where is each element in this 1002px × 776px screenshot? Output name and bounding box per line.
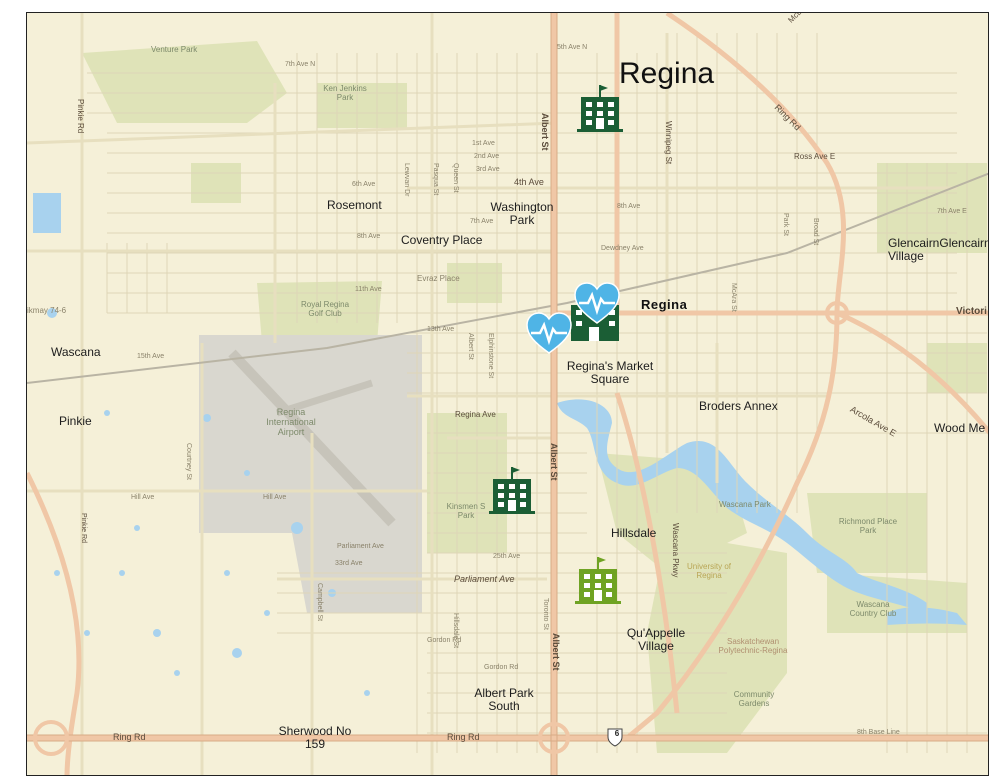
- street-label-lewvan: Lewvan Dr: [403, 163, 410, 197]
- school-marker-icon[interactable]: [567, 295, 623, 343]
- street-label-gordon-rd-2: Gordon Rd: [484, 664, 519, 671]
- railway: [27, 172, 988, 384]
- road-edges: [27, 13, 988, 775]
- map-title-regina: Regina: [619, 57, 715, 90]
- street-label-2nd-ave: 2nd Ave: [474, 153, 500, 160]
- street-label-hillsdale-st: Hillsdale St: [452, 613, 459, 649]
- place-label-hillsdale: Hillsdale: [611, 526, 657, 540]
- street-label-campbell: Campbell St: [316, 583, 323, 622]
- street-label-pasqua: Pasqua St: [432, 163, 439, 196]
- street-label-5th-ave-n: 5th Ave N: [557, 44, 588, 51]
- park-label-royal-regina-golf-club: Royal Regina Golf Club: [300, 300, 350, 318]
- road-label-ring-rd-west: Ring Rd: [113, 732, 146, 742]
- road-label-ring-rd-south: Ring Rd: [447, 732, 480, 742]
- road-label-victoria: Victori: [956, 306, 987, 317]
- street-label-7th-ave-n: 7th Ave N: [285, 61, 316, 68]
- street-label-courtney: Courtney St: [185, 443, 192, 480]
- place-label-rosemont: Rosemont: [327, 198, 382, 212]
- road-label-wascana-pkwy: Wascana Pkwy: [671, 523, 680, 578]
- place-label-ikmay: ikmay 74-6: [27, 306, 67, 315]
- park-label-regina-international-airport: Regina International Airport: [266, 407, 316, 437]
- park-label-richmond-place-park: Richmond Place Park: [838, 517, 898, 535]
- secondary-roads: [27, 13, 957, 775]
- school-marker-icon[interactable]: [489, 465, 535, 515]
- street-label-13th-ave: 13th Ave: [427, 326, 455, 333]
- street-label-hill-ave-2: Hill Ave: [263, 494, 287, 501]
- place-label-broders-annex: Broders Annex: [699, 399, 778, 413]
- park-label-wascana-country-club: Wascana Country Club: [849, 600, 897, 618]
- street-label-8th-base-line: 8th Base Line: [857, 729, 900, 736]
- place-label-reginas-market-square: Regina's Market Square: [566, 359, 654, 387]
- street-label-33rd-ave: 33rd Ave: [335, 560, 363, 567]
- interchanges: [33, 301, 849, 756]
- street-label-albert-small: Albert St: [467, 333, 474, 360]
- street-label-8th-ave: 8th Ave: [357, 233, 381, 240]
- street-label-15th-ave: 15th Ave: [137, 353, 165, 360]
- place-label-pinkie: Pinkie: [59, 414, 92, 428]
- road-label-pinkie-rd: Pinkie Rd: [76, 99, 85, 134]
- place-label-washington-park: Washington Park: [490, 200, 554, 228]
- street-label-hill-ave: Hill Ave: [131, 494, 155, 501]
- road-label-albert-st-south: Albert St: [551, 633, 561, 671]
- road-label-pinkie-rd-south: Pinkie Rd: [80, 513, 87, 543]
- street-label-mcara: McAra St: [730, 283, 737, 312]
- hospital-heart-icon[interactable]: [573, 281, 621, 325]
- place-label-sherwood-no-159: Sherwood No 159: [278, 724, 352, 752]
- highway-shield-number: 6: [614, 729, 620, 738]
- hospital-heart-icon[interactable]: [525, 311, 573, 355]
- road-label-winnipeg-st: Winnipeg St: [664, 121, 673, 165]
- road-label-ross-ave-e: Ross Ave E: [794, 152, 836, 161]
- street-label-11th-ave: 11th Ave: [355, 286, 382, 293]
- park-label-wascana-park: Wascana Park: [719, 500, 771, 509]
- park-label-saskatchewan-polytechnic: Saskatchewan Polytechnic-Regina: [718, 637, 788, 655]
- street-label-elphinstone: Elphinstone St: [487, 333, 494, 379]
- street-label-1st-ave: 1st Ave: [472, 140, 495, 147]
- park-label-venture-park: Venture Park: [151, 45, 198, 54]
- street-label-parliament-ave-small: Parliament Ave: [337, 543, 384, 550]
- city-label-regina: Regina: [641, 297, 688, 312]
- park-label-ken-jenkins-park: Ken Jenkins Park: [323, 84, 367, 102]
- highway-shield-6: [607, 728, 623, 747]
- school-marker-icon[interactable]: [577, 83, 623, 133]
- park-label-community-gardens: Community Gardens: [733, 690, 775, 708]
- street-label-7th-ave: 7th Ave: [470, 218, 494, 225]
- road-label-albert-st-north: Albert St: [540, 113, 550, 151]
- street-label-6th-ave: 6th Ave: [352, 181, 376, 188]
- place-label-coventry-place: Coventry Place: [401, 233, 483, 247]
- street-label-queen: Queen St: [452, 163, 459, 193]
- street-label-8th-ave-e: 8th Ave: [617, 203, 641, 210]
- street-label-gordon-rd: Gordon Rd: [427, 637, 462, 644]
- park-label-kinsmen-park: Kinsmen S Park: [446, 502, 486, 520]
- road-label-regina-ave: Regina Ave: [455, 410, 496, 419]
- school-marker-icon[interactable]: [575, 555, 621, 605]
- street-label-dewdney-ave: Dewdney Ave: [601, 245, 644, 252]
- street-label-park-st: Park St: [782, 213, 789, 236]
- place-label-quappelle-village: Qu'Appelle Village: [626, 626, 686, 654]
- road-label-parliament-ave: Parliament Ave: [454, 574, 515, 584]
- street-label-7th-ave-e: 7th Ave E: [937, 208, 967, 215]
- map-frame[interactable]: 7th Ave N 5th Ave N 1st Ave 2nd Ave 3rd …: [26, 12, 989, 776]
- basemap[interactable]: [27, 13, 989, 776]
- major-roads: [27, 13, 988, 775]
- street-label-broad: Broad St: [812, 218, 819, 246]
- street-label-25th-ave: 25th Ave: [493, 553, 521, 560]
- road-label-4th-ave: 4th Ave: [514, 177, 544, 187]
- park-label-university-of-regina: University of Regina: [686, 562, 731, 580]
- street-label-3rd-ave: 3rd Ave: [476, 166, 500, 173]
- place-label-wood-me: Wood Me: [934, 421, 986, 435]
- place-label-wascana: Wascana: [51, 345, 101, 359]
- road-label-albert-st-mid: Albert St: [549, 443, 559, 481]
- street-label-toronto: Toronto St: [542, 598, 549, 630]
- place-label-albert-park-south: Albert Park South: [474, 686, 534, 714]
- park-label-evraz-place: Evraz Place: [417, 274, 460, 283]
- place-label-glencairn: GlencairnGlencairn Village: [888, 236, 989, 264]
